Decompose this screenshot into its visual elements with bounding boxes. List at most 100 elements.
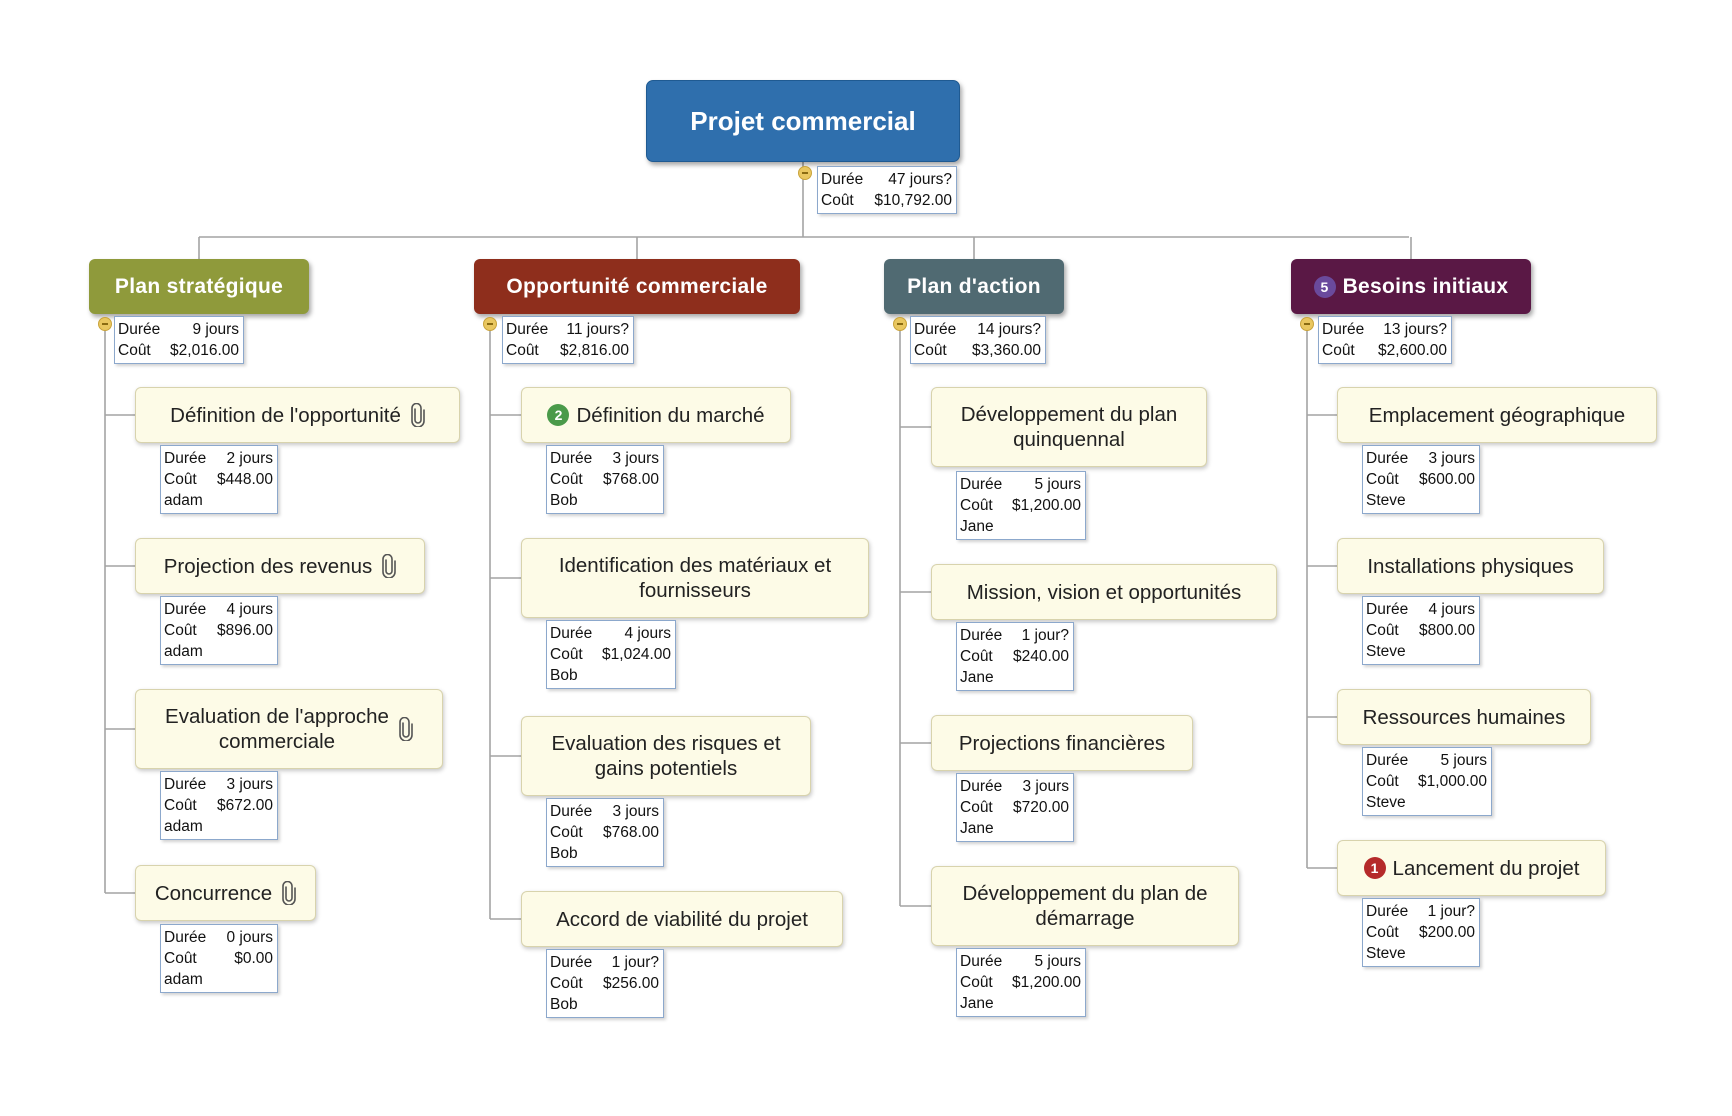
duree-value: 5 jours [1034,476,1081,493]
resource-row: adam [164,641,273,662]
cout-value: $768.00 [602,824,659,841]
subtopic[interactable]: Concurrence [135,865,316,921]
attachment-icon[interactable] [382,554,397,578]
duree-value: 3 jours [1428,450,1475,467]
subtopic[interactable]: Projection des revenus [135,538,425,594]
cout-label: Coût [1366,622,1399,639]
duree-label: Durée [164,601,207,618]
subtopic[interactable]: Identification des matériaux et fourniss… [521,538,869,618]
resource-row: adam [164,490,273,511]
resource-name: adam [164,818,203,835]
cout-row: Coût$240.00 [960,646,1069,667]
subtopic[interactable]: Emplacement géographique [1337,387,1657,443]
cout-label: Coût [960,648,993,665]
duree-value: 2 jours [226,450,273,467]
root-topic[interactable]: Projet commercial [646,80,960,162]
resource-row: Bob [550,490,659,511]
priority-1-icon: 1 [1363,857,1386,879]
duree-value: 4 jours [624,625,671,642]
cout-row: Coût$672.00 [164,795,273,816]
cout-label: Coût [164,950,197,967]
subtopic-label: Développement du plan quinquennal [960,403,1178,451]
cout-label: Coût [164,622,197,639]
cout-value: $800.00 [1418,622,1475,639]
duree-value: 1 jour? [1021,627,1069,644]
subtopic[interactable]: Mission, vision et opportunités [931,564,1277,620]
duree-label: Durée [164,929,207,946]
cout-row: Coût$1,024.00 [550,644,671,665]
cout-row: Coût$0.00 [164,948,273,969]
cout-value: $1,200.00 [1012,497,1081,514]
cout-label: Coût [550,471,583,488]
branch-topic[interactable]: Plan d'action [884,259,1064,314]
subtopic[interactable]: Installations physiques [1337,538,1604,594]
cout-row: Coût$256.00 [550,973,659,994]
subtopic[interactable]: Définition de l'opportunité [135,387,460,443]
subtopic[interactable]: Ressources humaines [1337,689,1591,745]
duree-label: Durée [118,321,161,338]
cout-label: Coût [914,342,947,359]
collapse-icon[interactable] [98,317,112,331]
subtopic-label: Définition de l'opportunité [170,403,401,427]
cout-label: Coût [118,342,151,359]
subtopic-label: Concurrence [154,881,273,905]
attachment-icon[interactable] [411,403,425,427]
duree-label: Durée [550,954,593,971]
collapse-icon[interactable] [893,317,907,331]
cout-row: Coût$896.00 [164,620,273,641]
resource-row: adam [164,816,273,837]
resource-name: Jane [960,820,994,837]
cout-value: $720.00 [1012,799,1069,816]
root-collapse-icon[interactable] [798,166,812,180]
duree-label: Durée [960,953,1003,970]
branch-topic[interactable]: Plan stratégique [89,259,309,314]
priority-2-icon: 2 [547,404,570,426]
subtopic[interactable]: Accord de viabilité du projet [521,891,843,947]
resource-name: Bob [550,492,578,509]
subtopic[interactable]: Evaluation des risques et gains potentie… [521,716,811,796]
subtopic-label: Emplacement géographique [1368,403,1626,427]
cout-row: Coût$200.00 [1366,922,1475,943]
duree-value: 11 jours? [566,321,629,338]
subtopic[interactable]: Développement du plan quinquennal [931,387,1207,467]
resource-name: adam [164,643,203,660]
duree-value: 3 jours [226,776,273,793]
resource-name: adam [164,492,203,509]
duree-row: Durée 11 jours? [506,319,629,340]
duree-label: Durée [1366,903,1409,920]
duree-value: 3 jours [612,450,659,467]
collapse-icon[interactable] [1300,317,1314,331]
subtopic[interactable]: Projections financières [931,715,1193,771]
cout-label: Coût [550,824,583,841]
duree-label: Durée [550,803,593,820]
branch-topic[interactable]: Opportunité commerciale [474,259,800,314]
resource-row: Jane [960,667,1069,688]
cout-label: Coût [960,799,993,816]
attachment-icon[interactable] [399,717,413,741]
subtopic[interactable]: Evaluation de l'approche commerciale [135,689,443,769]
collapse-icon[interactable] [483,317,497,331]
duree-value: 0 jours [226,929,273,946]
duree-label: Durée [1366,752,1409,769]
attachment-icon[interactable] [282,881,296,905]
cout-row: Coût$768.00 [550,469,659,490]
subtopic[interactable]: Développement du plan de démarrage [931,866,1239,946]
subtopic-label: Mission, vision et opportunités [966,580,1242,604]
resource-name: Steve [1366,643,1406,660]
duree-label: Durée [506,321,549,338]
